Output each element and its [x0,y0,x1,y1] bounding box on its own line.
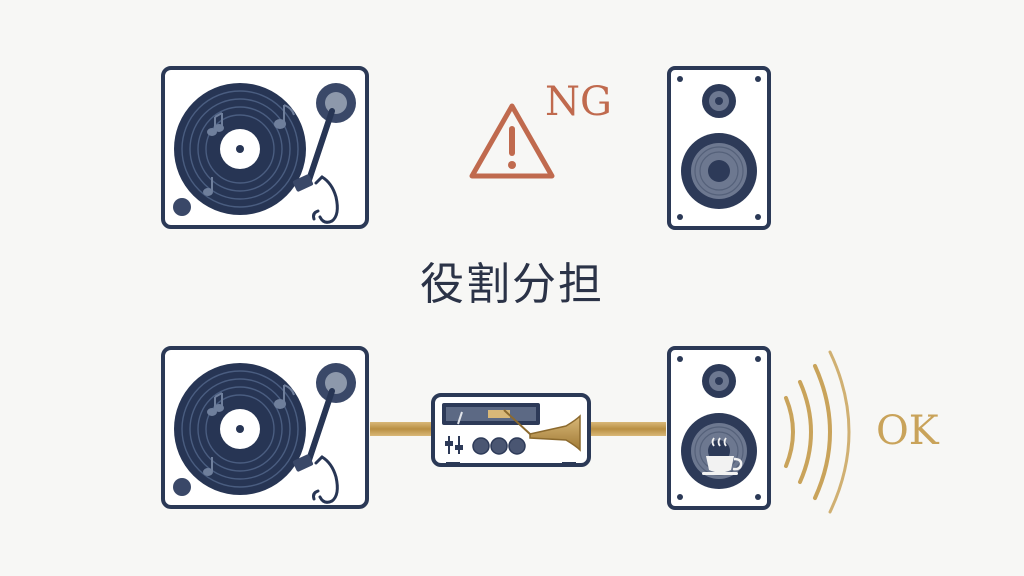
turntable-icon [163,348,367,507]
speaker-icon [667,346,771,510]
gold-cable-left [370,422,432,436]
center-title: 役割分担 [420,259,604,310]
coffee-cup-icon [702,437,743,475]
speaker-icon [667,66,771,230]
warning-icon [469,103,555,179]
sound-waves-icon [784,350,851,514]
ok-label: OK [876,408,939,454]
turntable-icon [163,68,367,227]
gold-cable-right [590,422,666,436]
amplifier-icon [431,393,591,467]
ng-label: NG [545,79,612,125]
